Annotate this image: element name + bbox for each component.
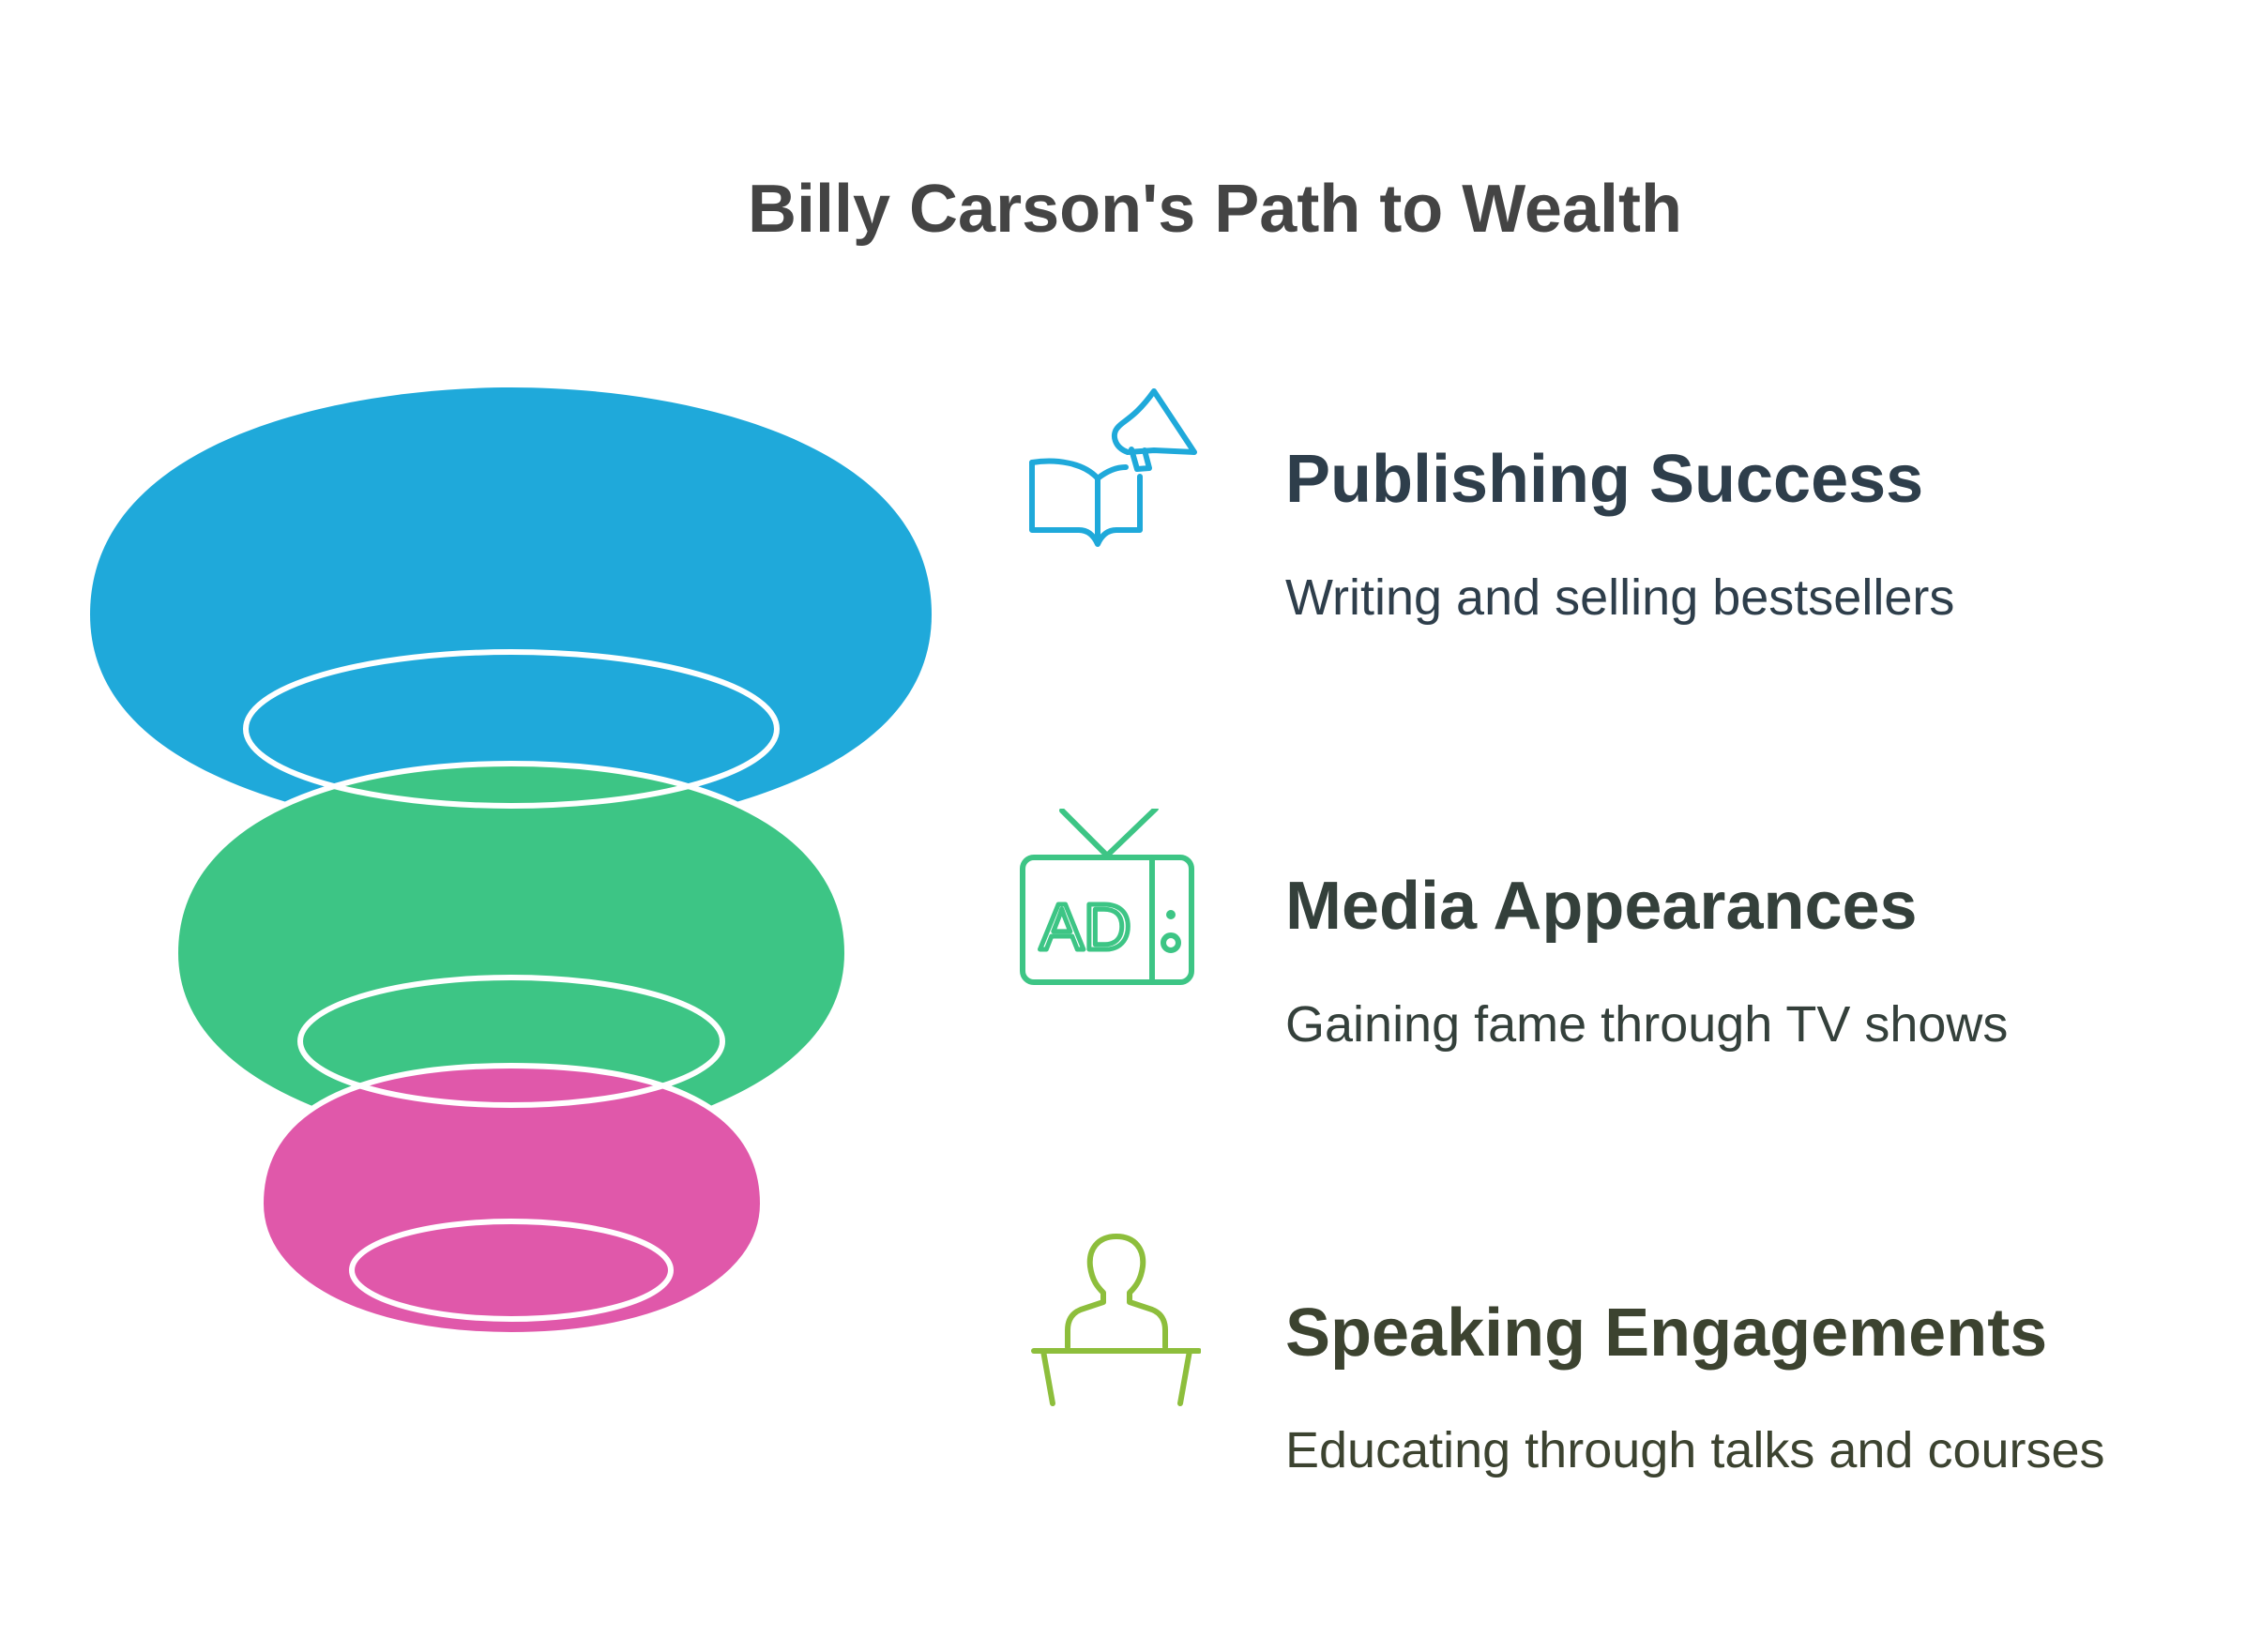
funnel-tier-2: [172, 760, 851, 1114]
item-title-1: Publishing Success: [1285, 442, 1924, 517]
diagram-title: Billy Carson's Path to Wealth: [748, 172, 1682, 247]
speaker-podium-icon: [1031, 1234, 1201, 1406]
funnel-graphic: [90, 387, 932, 1339]
item-description-2: Gaining fame through TV shows: [1285, 996, 2009, 1053]
funnel-tier-1: [90, 387, 932, 814]
tv-ad-text: AD: [1040, 890, 1131, 963]
funnel-ring-2: [297, 975, 725, 1108]
item-title-3: Speaking Engagements: [1285, 1296, 2048, 1371]
item-description-1: Writing and selling bestsellers: [1285, 569, 1955, 626]
item-title-2: Media Appearances: [1285, 869, 1918, 944]
funnel-tier-3: [257, 1062, 766, 1339]
tv-ad-icon: AD: [1020, 809, 1194, 985]
funnel-ring-3: [349, 1219, 674, 1322]
item-description-3: Educating through talks and courses: [1285, 1422, 2105, 1478]
book-megaphone-icon: [1029, 388, 1197, 547]
funnel-ring-1: [243, 649, 780, 809]
